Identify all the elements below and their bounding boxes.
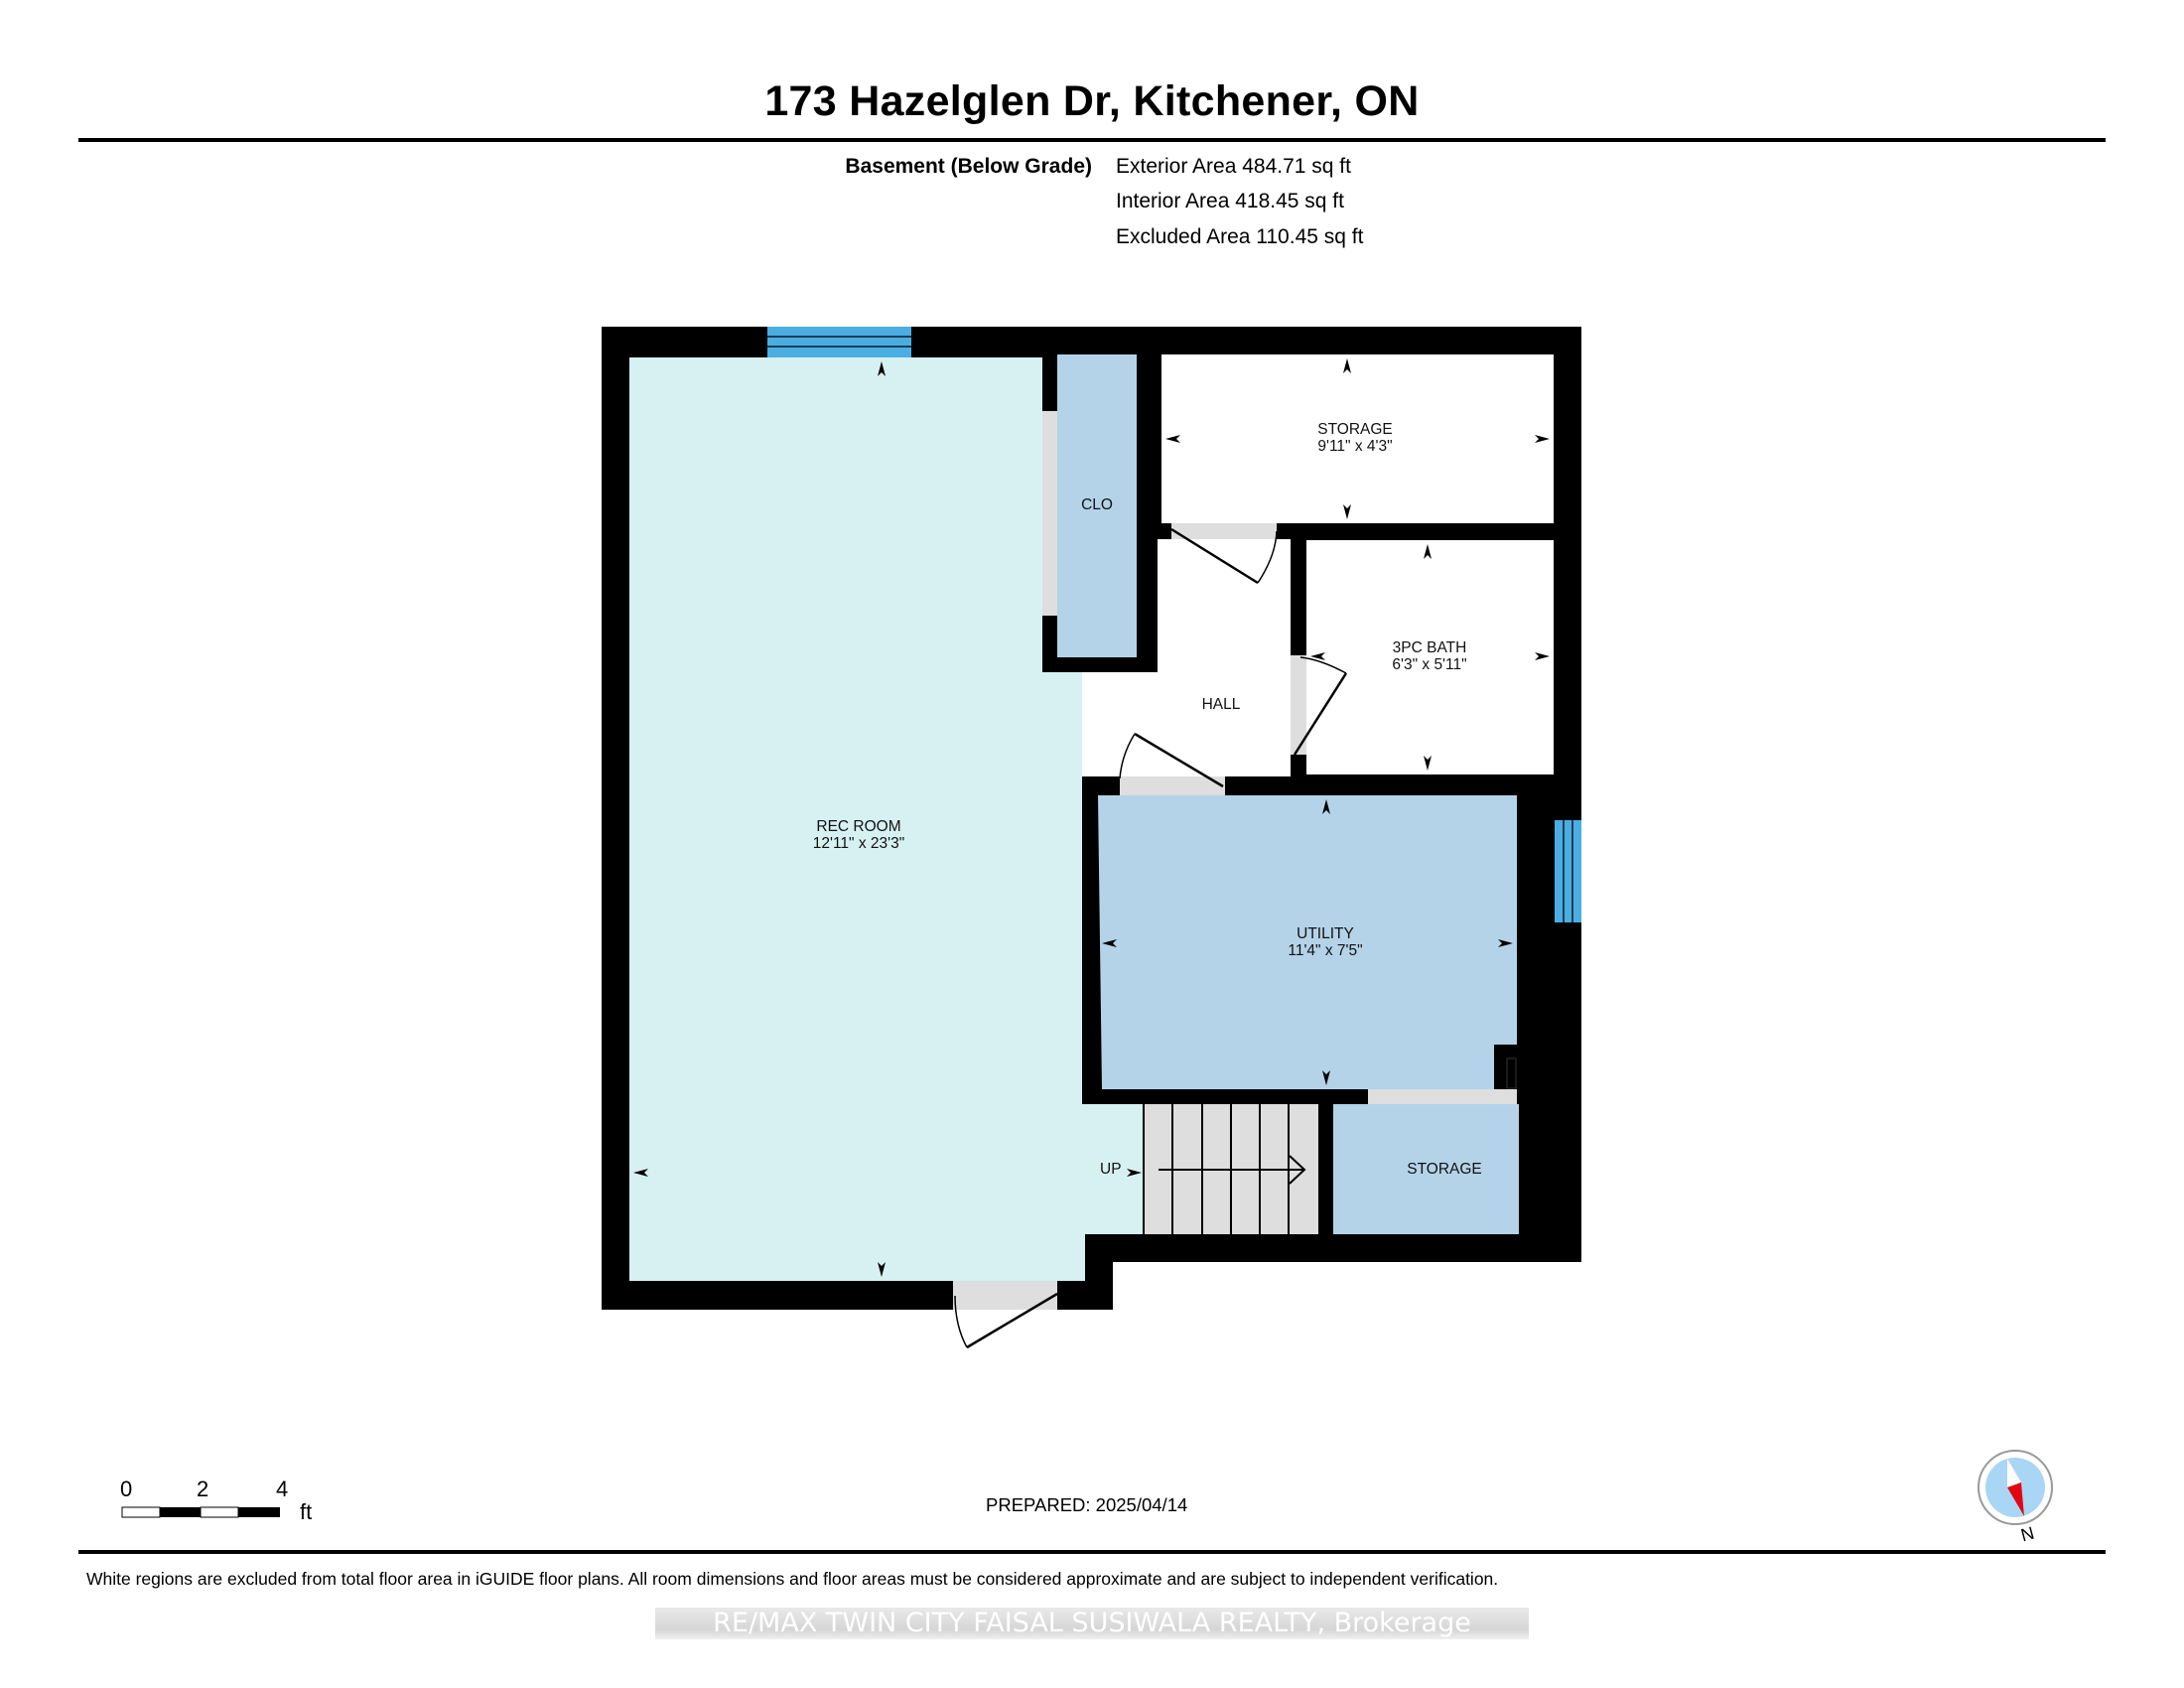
compass-icon [1978,1450,2053,1525]
brokerage-watermark: RE/MAX TWIN CITY FAISAL SUSIWALA REALTY,… [655,1608,1529,1639]
entry-door [953,1281,1057,1310]
room-bath: 3PC BATH 6'3" x 5'11" [1345,639,1514,673]
room-storage-bottom: STORAGE [1407,1161,1482,1178]
room-name: UTILITY [1297,925,1354,942]
utility-hall-door [1120,776,1225,795]
room-dims: 11'4" x 7'5" [1288,942,1363,959]
exterior-area: Exterior Area 484.71 sq ft [1116,155,1351,178]
room-name: REC ROOM [816,818,901,835]
room-dims: 6'3" x 5'11" [1392,656,1467,673]
closet-opening [1042,411,1057,616]
rec-room-floor [629,357,1144,1281]
scale-unit: ft [300,1499,313,1524]
room-closet: CLO [1081,496,1113,513]
bath-door [1291,655,1306,755]
floor-label: Basement (Below Grade) [845,155,1092,178]
scale-tick-0: 0 [120,1477,133,1501]
window-rec-room [767,327,911,357]
utility-storage-door [1368,1089,1517,1104]
room-storage-top: STORAGE 9'11" x 4'3" [1271,421,1439,455]
interior-area: Interior Area 418.45 sq ft [1116,190,1344,212]
window-utility [1555,820,1581,922]
storage-bottom-floor [1333,1104,1519,1234]
utility-floor [1098,795,1517,1089]
room-name: STORAGE [1317,421,1393,438]
room-dims: 12'11" x 23'3" [812,835,905,852]
hall-storage-door [1171,523,1277,539]
room-hall: HALL [1201,696,1241,713]
scale-bar [121,1506,280,1518]
storage-top-floor [1161,354,1554,523]
prepared-date: PREPARED: 2025/04/14 [986,1494,1188,1515]
header-divider [78,138,2106,142]
closet-floor [1057,354,1137,657]
disclaimer: White regions are excluded from total fl… [86,1569,1499,1589]
bath-floor [1306,540,1554,774]
stairs-up-label: UP [1100,1161,1122,1178]
excluded-area: Excluded Area 110.45 sq ft [1116,225,1364,248]
room-name: 3PC BATH [1392,639,1467,656]
room-utility: UTILITY 11'4" x 7'5" [1241,925,1410,959]
scale-tick-4: 4 [276,1477,289,1501]
hall-floor [1082,539,1291,776]
room-dims: 9'11" x 4'3" [1317,438,1393,455]
footer-divider [78,1550,2106,1554]
room-rec-room: REC ROOM 12'11" x 23'3" [774,818,943,852]
scale-tick-2: 2 [197,1477,209,1501]
page-title: 173 Hazelglen Dr, Kitchener, ON [764,77,1420,125]
